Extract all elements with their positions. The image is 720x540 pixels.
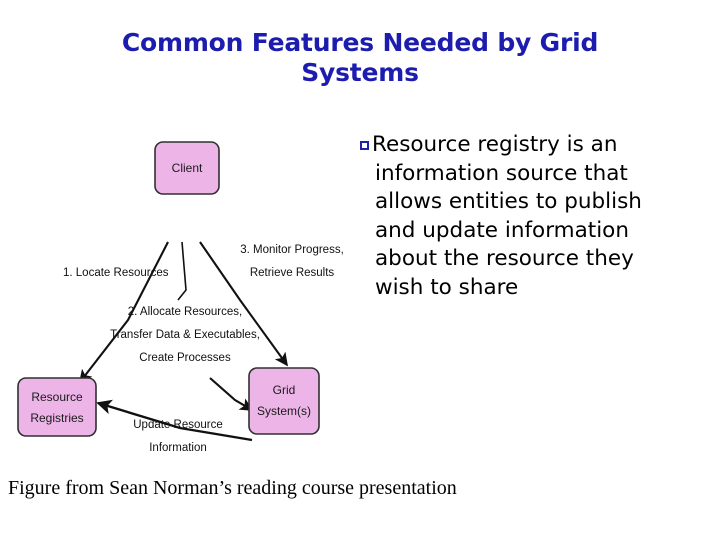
edge-label-locate-resources: 1. Locate Resources (63, 267, 169, 279)
page-title: Common Features Needed by Grid Systems (40, 28, 680, 88)
edge-label-monitor-progress-line-2: Retrieve Results (250, 267, 335, 279)
bullet-list-item: Resource registry is an information sour… (360, 131, 650, 303)
edge-label-allocate-resources-line-3: Create Processes (139, 352, 231, 364)
node-resource-registries-label-1: Resource (31, 390, 83, 404)
edge-label-monitor-progress: 3. Monitor Progress, Retrieve Results (240, 244, 344, 279)
node-grid-systems-label-2: System(s) (257, 404, 311, 418)
node-grid-systems[interactable]: Grid System(s) (248, 367, 320, 435)
edge-label-update-resource: Update Resource Information (133, 419, 223, 454)
page-title-line-2: Systems (301, 58, 419, 87)
node-resource-registries-shape (17, 377, 97, 437)
square-bullet-icon (360, 141, 369, 150)
page-title-line-1: Common Features Needed by Grid (121, 28, 599, 57)
edge-label-allocate-resources: 2. Allocate Resources, Transfer Data & E… (110, 306, 260, 364)
edge-client-to-grid (199, 241, 288, 367)
node-client-label: Client (172, 161, 203, 175)
node-resource-registries[interactable]: Resource Registries (17, 377, 97, 437)
bullet-item-text: Resource registry is an information sour… (372, 132, 642, 300)
edge-label-monitor-progress-line-1: 3. Monitor Progress, (240, 244, 344, 256)
node-grid-systems-label-1: Grid (273, 383, 296, 397)
edge-label-update-resource-line-1: Update Resource (133, 419, 223, 431)
bullet-list: Resource registry is an information sour… (360, 131, 650, 303)
figure-caption: Figure from Sean Norman’s reading course… (8, 477, 457, 499)
edge-label-allocate-resources-line-1: 2. Allocate Resources, (128, 306, 242, 318)
node-client-shape (154, 141, 220, 195)
edge-label-update-resource-line-2: Information (149, 442, 207, 454)
edge-label-allocate-resources-line-2: Transfer Data & Executables, (110, 329, 260, 341)
edge-center-to-grid (209, 377, 254, 411)
grid-systems-interaction-diagram: Client Resource Registries Grid System(s… (0, 110, 370, 470)
diagram-connectors (78, 241, 288, 442)
node-client[interactable]: Client (154, 141, 220, 195)
edge-grid-to-registries (96, 399, 253, 442)
edge-client-to-grid-center (177, 241, 187, 301)
edge-client-to-registries (78, 241, 169, 384)
edge-label-locate-resources-line-1: 1. Locate Resources (63, 267, 169, 279)
node-grid-systems-shape (248, 367, 320, 435)
node-resource-registries-label-2: Registries (30, 411, 83, 425)
